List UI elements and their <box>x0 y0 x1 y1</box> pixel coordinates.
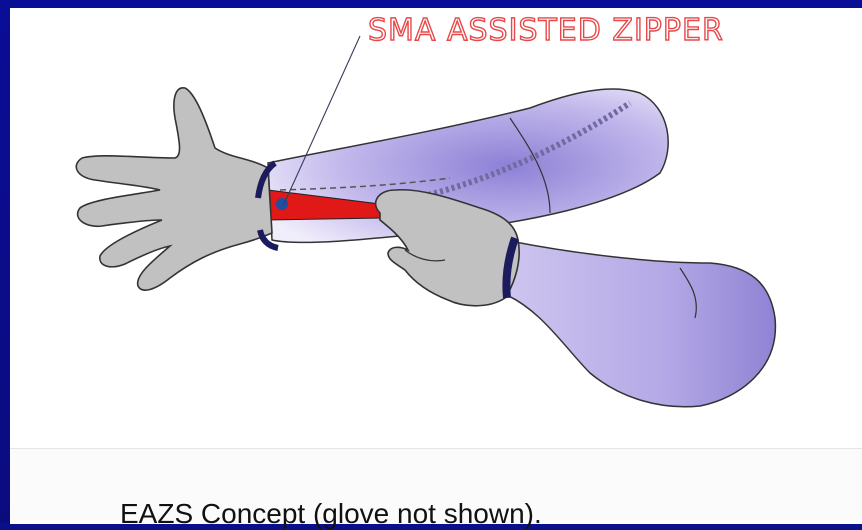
content-panel: SMA ASSISTED ZIPPER <box>10 8 862 523</box>
lower-arm-sleeve <box>502 240 775 407</box>
callout-label: SMA ASSISTED ZIPPER <box>368 13 724 48</box>
open-hand <box>76 88 272 290</box>
figure-caption: EAZS Concept (glove not shown). <box>120 498 542 530</box>
eazs-illustration: SMA ASSISTED ZIPPER <box>10 8 862 433</box>
